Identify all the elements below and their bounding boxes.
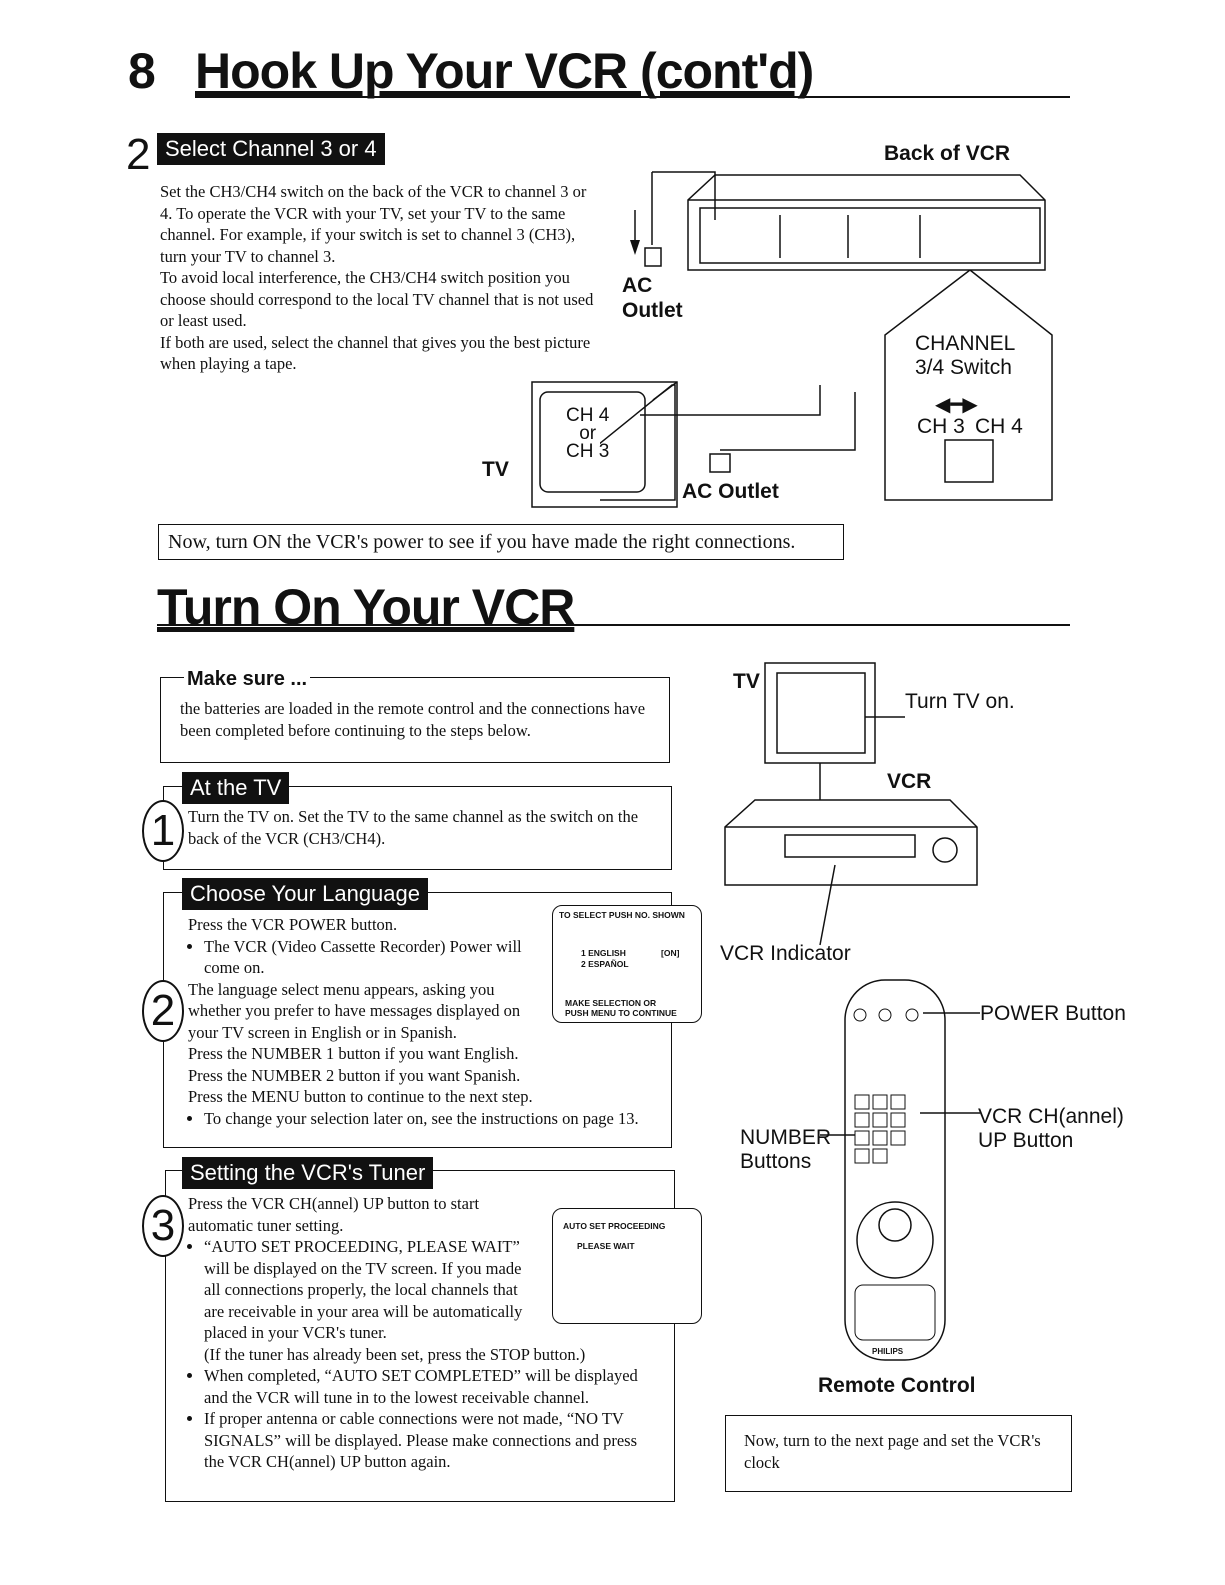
screen-text: 2 ESPAÑOL: [581, 959, 629, 969]
switch-arrow-icon: ◀━▶: [935, 394, 978, 416]
text-line: Press the MENU button to continue to the…: [188, 1087, 533, 1106]
text-line: Press the VCR POWER button.: [188, 915, 398, 934]
step-text: Set the CH3/CH4 switch on the back of th…: [160, 181, 600, 375]
title-rule: [195, 96, 1070, 98]
ch3-label: CH 3: [917, 415, 965, 438]
label-line: CHANNEL: [915, 332, 1016, 355]
back-of-vcr-label: Back of VCR: [884, 142, 1011, 165]
ac-outlet-2-label: AC Outlet: [682, 480, 779, 503]
label-line: UP Button: [978, 1129, 1074, 1152]
bullet: To change your selection later on, see t…: [204, 1108, 658, 1130]
step-text: Turn the TV on. Set the TV to the same c…: [188, 807, 639, 848]
text-line: Press the NUMBER 2 button if you want Sp…: [188, 1065, 521, 1085]
step-text: Press the VCR POWER button. The VCR (Vid…: [188, 914, 658, 1129]
text-line: Press the NUMBER 1 button if you want En…: [188, 1044, 519, 1063]
screen-text: MAKE SELECTION OR: [565, 998, 657, 1008]
notice-box: Now, turn ON the VCR's power to see if y…: [158, 524, 844, 560]
screen-text: PUSH MENU TO CONTINUE: [565, 1008, 677, 1018]
tv-screen-auto-set: AUTO SET PROCEEDING PLEASE WAIT: [552, 1208, 702, 1324]
make-sure-text: the batteries are loaded in the remote c…: [180, 699, 646, 740]
make-sure-box: [160, 677, 670, 763]
label-line: Outlet: [622, 299, 683, 322]
step-number: 3: [142, 1195, 184, 1257]
step-tag: Choose Your Language: [182, 878, 428, 910]
title-rule: [157, 624, 1070, 626]
label-line: Buttons: [740, 1150, 812, 1173]
vcr-label: VCR: [887, 770, 932, 793]
label-line: CH 3: [566, 441, 610, 462]
bullet: If proper antenna or cable connections w…: [204, 1408, 658, 1473]
make-sure-title: Make sure ...: [184, 668, 311, 691]
screen-text: [ON]: [661, 948, 680, 958]
paragraph: If both are used, select the channel tha…: [160, 332, 591, 374]
turn-tv-on-label: Turn TV on.: [905, 690, 1015, 713]
bullet: The VCR (Video Cassette Recorder) Power …: [204, 936, 524, 979]
paragraph: To avoid local interference, the CH3/CH4…: [160, 268, 594, 330]
label-line: VCR CH(annel): [978, 1105, 1124, 1128]
remote-control-label: Remote Control: [818, 1374, 976, 1397]
step-tag: At the TV: [182, 772, 290, 804]
paragraph: Set the CH3/CH4 switch on the back of th…: [160, 182, 587, 266]
tv-vcr-remote-illustration: [724, 662, 980, 1361]
step-number: 2: [142, 980, 184, 1042]
ch-up-button-label: VCR CH(annel)UP Button: [978, 1105, 1124, 1153]
connection-diagram: [600, 171, 1053, 501]
ch4-label: CH 4: [975, 415, 1023, 438]
label-line: NUMBER: [740, 1126, 832, 1149]
page-title: Hook Up Your VCR (cont'd): [195, 43, 814, 99]
label-line: AC: [622, 274, 653, 297]
step-number: 2: [126, 130, 151, 179]
brand-logo: PHILIPS: [872, 1347, 904, 1356]
step-tag: Setting the VCR's Tuner: [182, 1157, 434, 1189]
text-line: Press the VCR CH(annel) UP button to sta…: [188, 1194, 480, 1235]
tv-icon: [531, 381, 731, 508]
text-line: (If the tuner has already been set, pres…: [204, 1344, 586, 1364]
screen-text: PLEASE WAIT: [577, 1241, 635, 1251]
page-number: 8: [128, 43, 156, 99]
tv-screen-language-menu: TO SELECT PUSH NO. SHOWN 1 ENGLISH [ON] …: [552, 905, 702, 1023]
next-page-box: Now, turn to the next page and set the V…: [725, 1415, 1072, 1492]
screen-text: TO SELECT PUSH NO. SHOWN: [559, 910, 685, 920]
step-tag: Select Channel 3 or 4: [157, 133, 385, 165]
vcr-indicator-label: VCR Indicator: [720, 942, 851, 965]
step-number: 1: [142, 800, 184, 862]
screen-text: AUTO SET PROCEEDING: [563, 1221, 666, 1231]
bullet: “AUTO SET PROCEEDING, PLEASE WAIT” will …: [204, 1236, 524, 1344]
label-line: CH 4: [566, 405, 610, 426]
screen-text: 1 ENGLISH: [581, 948, 626, 958]
power-button-label: POWER Button: [980, 1002, 1126, 1025]
label-line: or: [579, 423, 597, 444]
bullet: When completed, “AUTO SET COMPLETED” wil…: [204, 1365, 658, 1408]
tv-label: TV: [733, 670, 760, 693]
tv-label: TV: [482, 458, 509, 481]
step-text: Press the VCR CH(annel) UP button to sta…: [188, 1193, 658, 1473]
label-line: 3/4 Switch: [915, 356, 1012, 379]
text-line: The language select menu appears, asking…: [188, 979, 521, 1042]
section-title: Turn On Your VCR: [157, 579, 575, 635]
